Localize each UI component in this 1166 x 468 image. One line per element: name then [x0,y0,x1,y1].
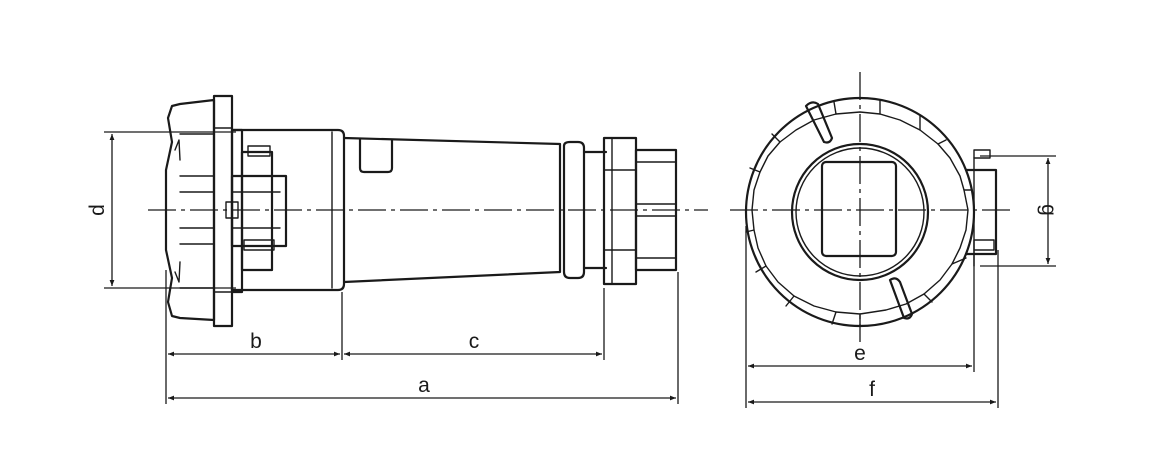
main-housing [230,128,562,292]
dimension-e: e [748,342,972,369]
dimension-label-e: e [854,342,866,365]
dimension-c: c [344,330,602,357]
dimension-label-c: c [469,330,480,353]
dimension-a: a [168,374,676,401]
latch-tab-top [804,101,834,144]
dimension-f: f [748,378,996,405]
rib-notches [745,99,973,327]
socket-insert [820,160,898,258]
front-view: e f g [730,72,1060,408]
front-cap [164,94,234,328]
socket-face [790,142,930,282]
latch-tab-bottom [888,277,914,320]
dimension-b: b [168,330,340,357]
dimension-label-b: b [250,330,262,353]
dimension-label-f: f [869,378,875,401]
dimension-d: d [86,131,236,289]
side-view: d b c a [86,94,708,404]
dimension-label-a: a [418,374,430,397]
latch-body [225,128,288,294]
side-clip [964,149,998,267]
dimension-label-g: g [1037,204,1060,216]
cable-gland [562,136,678,286]
dimension-g: g [1037,158,1060,264]
dimension-label-d: d [86,204,109,216]
